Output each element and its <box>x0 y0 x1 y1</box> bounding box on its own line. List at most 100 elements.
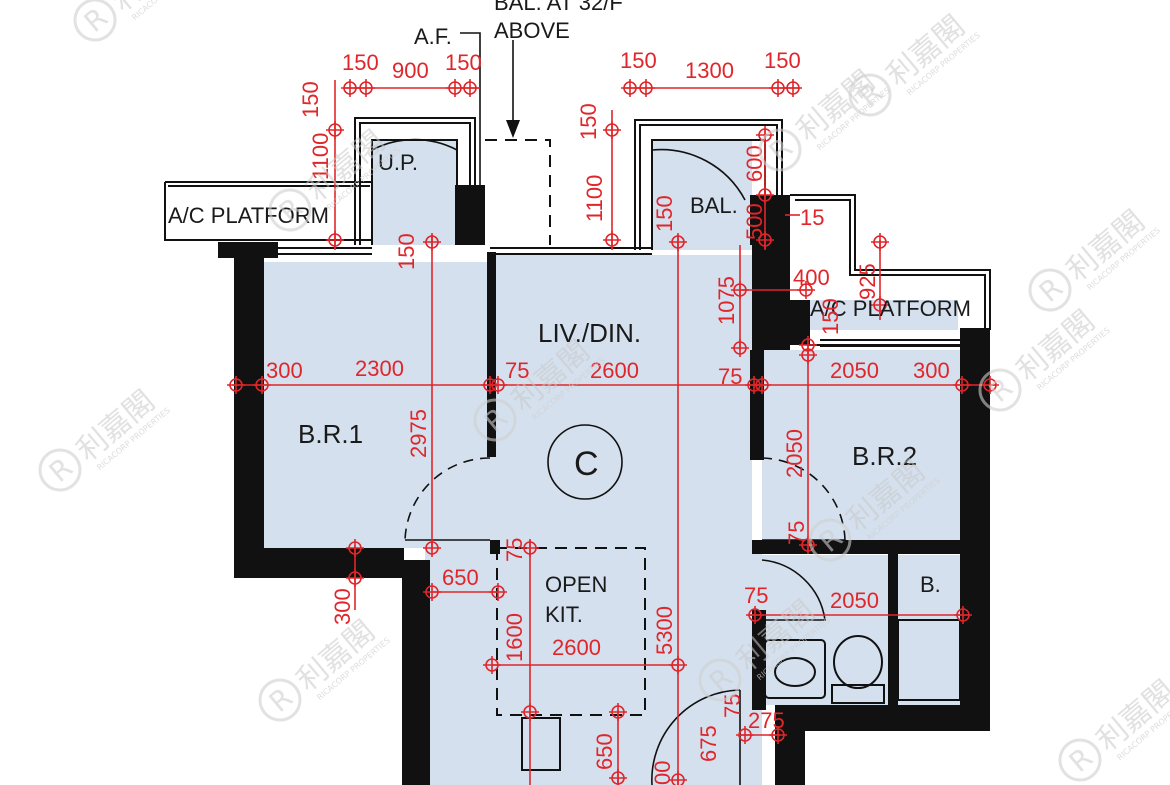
dimension-tick-cross <box>637 79 655 97</box>
dimension-tick-cross <box>871 296 889 314</box>
kitchen-counter-dashed <box>496 547 646 716</box>
room-open-kit-2: KIT. <box>545 602 583 627</box>
wall-bottom-right <box>775 728 805 785</box>
dim-75-br2: 75 <box>784 521 809 545</box>
watermark-ring <box>38 448 82 492</box>
dimension-tick-cross <box>521 539 539 557</box>
bal-above-dashed <box>485 139 551 245</box>
dim-2975: 2975 <box>406 409 431 458</box>
dim-150-br1: 150 <box>394 233 419 270</box>
walls <box>218 185 990 785</box>
dim-up-v2: 1100 <box>308 133 333 180</box>
dim-75-bottom: 75 <box>720 694 745 718</box>
wc-tank <box>831 684 885 704</box>
dimension-tick-cross <box>669 233 687 251</box>
dimension-tick-cross <box>746 606 764 624</box>
dim-bal-600: 600 <box>742 145 767 182</box>
wall-af <box>455 185 485 245</box>
br2-fill <box>762 350 962 548</box>
dimension-tick-cross <box>731 281 749 299</box>
ac-left-outline <box>164 181 372 241</box>
dimension-tick-cross <box>797 281 815 299</box>
watermark-ring <box>268 188 312 232</box>
unit-letter: C <box>574 445 599 483</box>
dim-bal-v1: 150 <box>576 103 601 140</box>
dimension-tick-cross <box>756 186 774 204</box>
watermark-ring <box>258 678 302 722</box>
up-bottom <box>262 247 372 255</box>
dimension-text: 150 900 150 150 1300 150 150 1100 150 11… <box>266 48 950 785</box>
room-ac-platform-right: A/C PLATFORM <box>810 296 971 321</box>
dimension-tick-cross <box>799 536 817 554</box>
dimension-tick-cross <box>423 539 441 557</box>
dimension-tick-cross <box>227 376 245 394</box>
dimension-tick-cross <box>669 656 687 674</box>
dim-top-left-1: 150 <box>342 50 379 75</box>
bal-above-line1: BAL. AT 32/F <box>494 0 623 15</box>
dimension-tick-cross <box>521 703 539 721</box>
dim-top-left-2: 900 <box>392 58 429 83</box>
dimension-tick-cross <box>669 771 687 785</box>
room-open-kit-1: OPEN <box>545 572 607 597</box>
wall-right-upper2 <box>780 300 810 345</box>
door-bal <box>651 148 746 245</box>
watermark-ring <box>808 518 852 562</box>
dim-bal-v2: 1100 <box>582 175 607 222</box>
dimension-tick-cross <box>603 231 621 249</box>
dimension-tick-cross <box>603 121 621 139</box>
wall-bath-left <box>752 610 766 710</box>
dimension-tick-cross <box>341 79 359 97</box>
bath-fill <box>762 555 962 705</box>
dimension-tick-cross <box>423 583 441 601</box>
wall-bath-bottom <box>775 705 990 731</box>
dimension-tick-cross <box>423 233 441 251</box>
room-br2: B.R.2 <box>852 441 917 471</box>
watermark-ring <box>978 368 1022 412</box>
wall-left <box>234 245 264 550</box>
dim-00: 00 <box>650 761 675 785</box>
dimension-tick-cross <box>483 656 501 674</box>
up-fill <box>372 140 457 245</box>
dim-675: 675 <box>696 725 721 762</box>
dim-15: 15 <box>800 205 824 230</box>
dimension-tick-cross <box>346 539 364 557</box>
dimension-tick-cross <box>736 726 754 744</box>
dim-row-300-left: 300 <box>266 358 303 383</box>
af-bracket <box>460 32 481 185</box>
af-label: A.F. <box>414 24 452 49</box>
dimension-tick-cross <box>489 583 507 601</box>
dim-row-300-right: 300 <box>913 358 950 383</box>
dim-bal-500: 500 <box>742 203 767 240</box>
dim-150-liv: 150 <box>652 195 677 232</box>
unit-circle <box>547 424 623 500</box>
watermark-ring <box>848 73 892 117</box>
bal-above-arrow <box>506 120 520 138</box>
wall-partition-br1 <box>487 252 496 457</box>
bal-above-line2: ABOVE <box>494 18 570 43</box>
outlines <box>164 117 991 771</box>
dimension-tick-cross <box>769 726 787 744</box>
watermark-ring <box>73 0 117 42</box>
dim-400: 400 <box>793 265 830 290</box>
wall-shower <box>888 554 898 706</box>
wall-top-left <box>218 242 278 258</box>
dimension-tick-cross <box>621 79 639 97</box>
wall-right-top <box>960 328 990 348</box>
watermark-ring <box>758 128 802 172</box>
wall-left-step <box>402 560 430 785</box>
dim-top-right-2: 1300 <box>685 58 734 83</box>
dim-2050-v: 2050 <box>782 429 807 478</box>
dimension-tick-cross <box>784 79 802 97</box>
dimension-tick-cross <box>981 376 999 394</box>
dim-row-75-b: 75 <box>718 364 742 389</box>
washbasin <box>764 639 826 699</box>
room-liv-din: LIV./DIN. <box>538 318 641 348</box>
dim-top-right-1: 150 <box>620 48 657 73</box>
br1-fill <box>262 262 490 548</box>
watermark-ring <box>698 658 742 702</box>
